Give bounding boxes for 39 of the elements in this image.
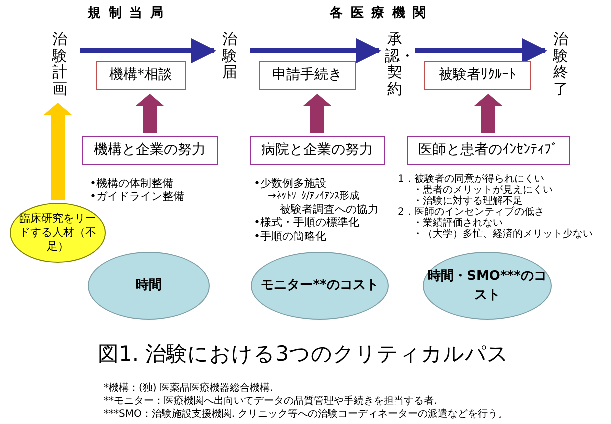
effort-box: 医師と患者のｲﾝｾﾝﾃｨﾌﾞ (407, 136, 570, 165)
block-arrow (44, 103, 72, 200)
stage-label: 治験届 (220, 31, 240, 81)
list-item: 1．被験者の同意が得られにくい (398, 172, 544, 185)
block-arrow (304, 94, 332, 133)
footnote: *機構：(独) 医薬品医療機器総合機構. (104, 382, 274, 396)
arrow (80, 38, 216, 64)
bullet-item: •少数例多施設 (254, 176, 326, 191)
list-item: ・治験に対する理解不足 (413, 194, 523, 207)
bullet-item: •手順の簡略化 (254, 229, 326, 245)
footnote: ***SMO：治験施設支援機関. クリニック等への治験コーディネーターの派遣などを行う。 (104, 408, 508, 422)
cost-ellipse: 時間・SMO***のコスト (423, 252, 552, 320)
resource-ellipse: 臨床研究をリードする人材（不足） (10, 203, 106, 263)
cost-ellipse: モニター**のコスト (251, 252, 389, 320)
bullet-item: •様式・手順の標準化 (254, 215, 360, 231)
bullet-item: •ガイドライン整備 (90, 189, 184, 205)
effort-box: 機構と企業の努力 (82, 136, 218, 165)
list-item: ・業績評価されない (413, 216, 503, 229)
footnote: **モニター：医療機関へ出向いてデータの品質管理や手続きを担当する者. (104, 394, 438, 408)
effort-box: 病院と企業の努力 (250, 136, 385, 165)
block-arrow (474, 94, 502, 133)
list-item: ・（大学）多忙、経済的メリット少ない (413, 228, 593, 242)
bullet-item: 被験者調査への協力 (280, 202, 379, 217)
bullet-item: →ﾈｯﾄﾜｰｸ/ｱﾗｲｱﾝｽ形成 (268, 190, 360, 204)
cost-ellipse: 時間 (88, 252, 210, 320)
process-box: 機構*相談 (96, 61, 186, 90)
list-item: 2．医師のインセンティブの低さ (398, 206, 544, 218)
list-item: ・患者のメリットが見えにくい (413, 184, 553, 196)
bullet-item: •機構の体制整備 (90, 176, 174, 191)
figure-caption: 図1. 治験における3つのクリティカルパス (98, 341, 510, 368)
stage-label: 治験計画 (50, 31, 70, 99)
process-box: 申請手続き (259, 61, 356, 90)
arrow (250, 38, 382, 64)
section-heading: 規制当局 (88, 5, 172, 23)
process-box: 被験者ﾘｸﾙｰﾄ (424, 61, 531, 90)
stage-label: 治験終了 (551, 31, 571, 99)
arrow (415, 38, 548, 64)
section-heading: 各医療機関 (330, 4, 434, 23)
block-arrow (136, 94, 164, 133)
